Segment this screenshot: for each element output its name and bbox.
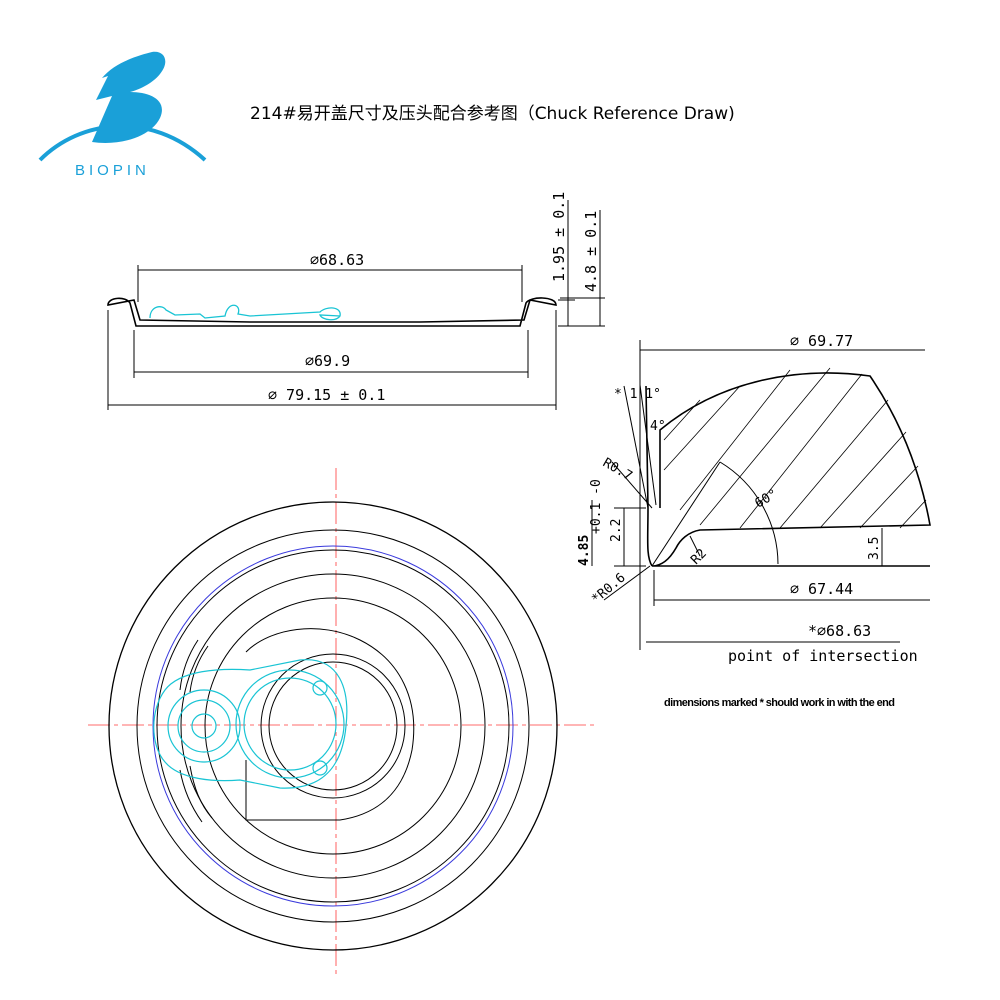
chuck-detail xyxy=(591,340,931,650)
logo-text: BIOPIN xyxy=(75,162,150,179)
tab-bump-top xyxy=(312,680,328,696)
tab-region xyxy=(245,628,415,821)
dim-79-15: ⌀ 79.15 ± 0.1 xyxy=(268,386,385,404)
outer-ring xyxy=(108,501,558,951)
dim-height-4-8: 4.8 ± 0.1 xyxy=(582,211,600,292)
depth-3-5: 3.5 xyxy=(867,537,882,560)
radius-0-6: *R0.6 xyxy=(589,570,629,607)
pull-tab-ring-outer xyxy=(167,689,241,763)
dim-69-9: ⌀69.9 xyxy=(305,352,350,370)
tab-profile xyxy=(149,304,341,321)
radius-0-7: R0.7 xyxy=(600,455,635,484)
dim-69-77: ⌀ 69.77 xyxy=(790,332,853,350)
dim-67-44: ⌀ 67.44 xyxy=(790,580,853,598)
rivet-ring-inner xyxy=(243,677,337,771)
tab-bump-bottom xyxy=(312,760,328,776)
pull-tab-outline xyxy=(153,659,348,789)
dim-68-63-star: *⌀68.63 xyxy=(808,622,871,640)
height-4-85: 4.85 xyxy=(577,535,592,566)
tolerance-4-85: +0.1 -0 xyxy=(589,479,604,534)
pull-tab xyxy=(153,659,348,789)
rivet-ring xyxy=(235,669,345,779)
pull-tab-hole xyxy=(191,713,217,739)
panel-ring-inner xyxy=(204,597,462,855)
dim-68-63: ⌀68.63 xyxy=(310,251,364,269)
note-text: dimensions marked * should work in with … xyxy=(664,697,894,709)
radius-2: R2 xyxy=(688,546,710,568)
pull-tab-ring-inner xyxy=(177,699,231,753)
logo-b-icon xyxy=(92,51,166,143)
slot-lower xyxy=(179,765,213,823)
profile-view xyxy=(107,200,605,410)
chuck-wall xyxy=(645,385,653,567)
plan-view xyxy=(88,468,596,975)
dim-height-1-95: 1.95 ± 0.1 xyxy=(550,192,568,282)
slot-upper xyxy=(179,639,209,693)
rim-ring xyxy=(136,529,530,923)
inner-blue-ring xyxy=(152,545,514,907)
intersection-label: point of intersection xyxy=(728,647,918,665)
chuck-hatching xyxy=(663,367,927,529)
panel-ring xyxy=(180,573,486,879)
biopin-logo: BIOPIN xyxy=(38,51,207,179)
page-title: 214#易开盖尺寸及压头配合参考图（Chuck Reference Draw) xyxy=(250,104,735,124)
chuck-outline xyxy=(651,372,931,567)
angle-60: 60° xyxy=(753,487,781,512)
center-ring-inner xyxy=(268,661,398,791)
height-2-2: 2.2 xyxy=(609,519,624,542)
angle-11: * 1 1° xyxy=(614,387,661,402)
lid-profile-outline xyxy=(107,297,557,327)
center-ring-outer xyxy=(260,653,406,799)
inner-ring xyxy=(156,549,510,903)
angle-4: 4° xyxy=(650,419,666,434)
